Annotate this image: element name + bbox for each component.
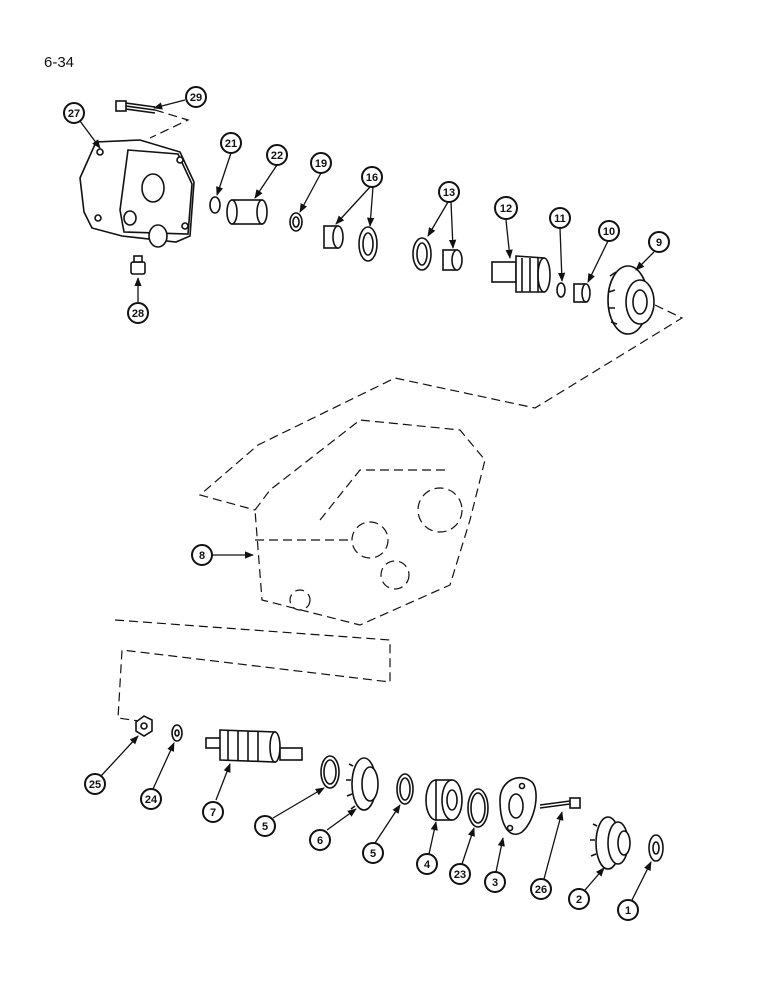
svg-text:24: 24 <box>145 794 158 806</box>
callout-19: 19 <box>310 152 332 174</box>
part-24-washer <box>171 724 183 742</box>
callout-9: 9 <box>648 231 670 253</box>
part-21-snap-ring <box>209 196 221 214</box>
svg-text:25: 25 <box>89 779 101 791</box>
part-7-shaft <box>205 729 303 763</box>
callout-7: 7 <box>202 801 224 823</box>
part-10-bearing <box>573 283 591 303</box>
part-6-gear <box>346 757 379 811</box>
part-16-bearing <box>323 225 378 262</box>
svg-text:3: 3 <box>492 877 498 889</box>
assembly-lines <box>114 109 684 723</box>
part-5-ring-a <box>320 755 340 789</box>
svg-text:27: 27 <box>68 108 80 120</box>
part-22-sleeve <box>226 199 268 225</box>
callout-4: 4 <box>416 853 438 875</box>
svg-text:26: 26 <box>535 884 547 896</box>
part-12-shaft <box>491 255 551 293</box>
svg-text:28: 28 <box>132 308 144 320</box>
leader-lines <box>79 99 655 901</box>
svg-text:1: 1 <box>625 905 631 917</box>
svg-text:5: 5 <box>370 848 376 860</box>
svg-text:19: 19 <box>315 158 327 170</box>
part-3-retainer <box>499 776 537 835</box>
part-19-seal <box>289 212 303 232</box>
callout-2: 2 <box>568 888 590 910</box>
svg-text:12: 12 <box>500 203 512 215</box>
callout-24: 24 <box>140 788 162 810</box>
callout-5-b: 5 <box>362 842 384 864</box>
part-11-snap-ring <box>556 282 566 298</box>
page-number: 6-34 <box>44 54 75 71</box>
svg-text:29: 29 <box>190 92 202 104</box>
callout-6: 6 <box>309 829 331 851</box>
part-9-gear <box>607 265 655 335</box>
svg-text:11: 11 <box>554 213 566 225</box>
part-23-snap-ring <box>467 788 489 828</box>
svg-text:2: 2 <box>576 894 582 906</box>
part-29-bolt <box>115 100 156 114</box>
callout-27: 27 <box>63 102 85 124</box>
svg-text:5: 5 <box>262 821 268 833</box>
callout-21: 21 <box>220 132 242 154</box>
svg-text:10: 10 <box>603 226 615 238</box>
part-28-plug <box>130 255 146 275</box>
callout-11: 11 <box>549 207 571 229</box>
callout-5-a: 5 <box>254 815 276 837</box>
part-13-bearing <box>412 237 463 271</box>
part-2-gear <box>590 816 631 870</box>
callout-10: 10 <box>598 220 620 242</box>
callout-13: 13 <box>438 181 460 203</box>
part-26-bolt <box>539 797 581 809</box>
callout-25: 25 <box>84 773 106 795</box>
part-1-washer <box>648 834 664 862</box>
svg-text:13: 13 <box>443 187 455 199</box>
callout-29: 29 <box>185 86 207 108</box>
part-4-bearing <box>425 779 463 821</box>
callout-12: 12 <box>494 196 518 220</box>
callout-16: 16 <box>361 166 383 188</box>
callout-8: 8 <box>191 544 213 566</box>
svg-text:23: 23 <box>454 869 466 881</box>
svg-text:6: 6 <box>317 835 323 847</box>
callout-3: 3 <box>484 871 506 893</box>
part-25-nut <box>135 715 153 737</box>
svg-text:9: 9 <box>656 237 662 249</box>
callout-22: 22 <box>266 144 288 166</box>
callout-1: 1 <box>617 899 639 921</box>
svg-text:7: 7 <box>210 807 216 819</box>
part-27-housing <box>79 139 195 248</box>
callout-23: 23 <box>449 863 471 885</box>
svg-text:22: 22 <box>271 150 283 162</box>
svg-text:4: 4 <box>424 859 431 871</box>
callout-26: 26 <box>530 878 552 900</box>
svg-text:8: 8 <box>199 550 205 562</box>
callout-28: 28 <box>127 302 149 324</box>
svg-text:21: 21 <box>225 138 237 150</box>
part-8-housing <box>254 419 486 626</box>
svg-text:16: 16 <box>366 172 378 184</box>
part-5-ring-b <box>396 773 414 805</box>
